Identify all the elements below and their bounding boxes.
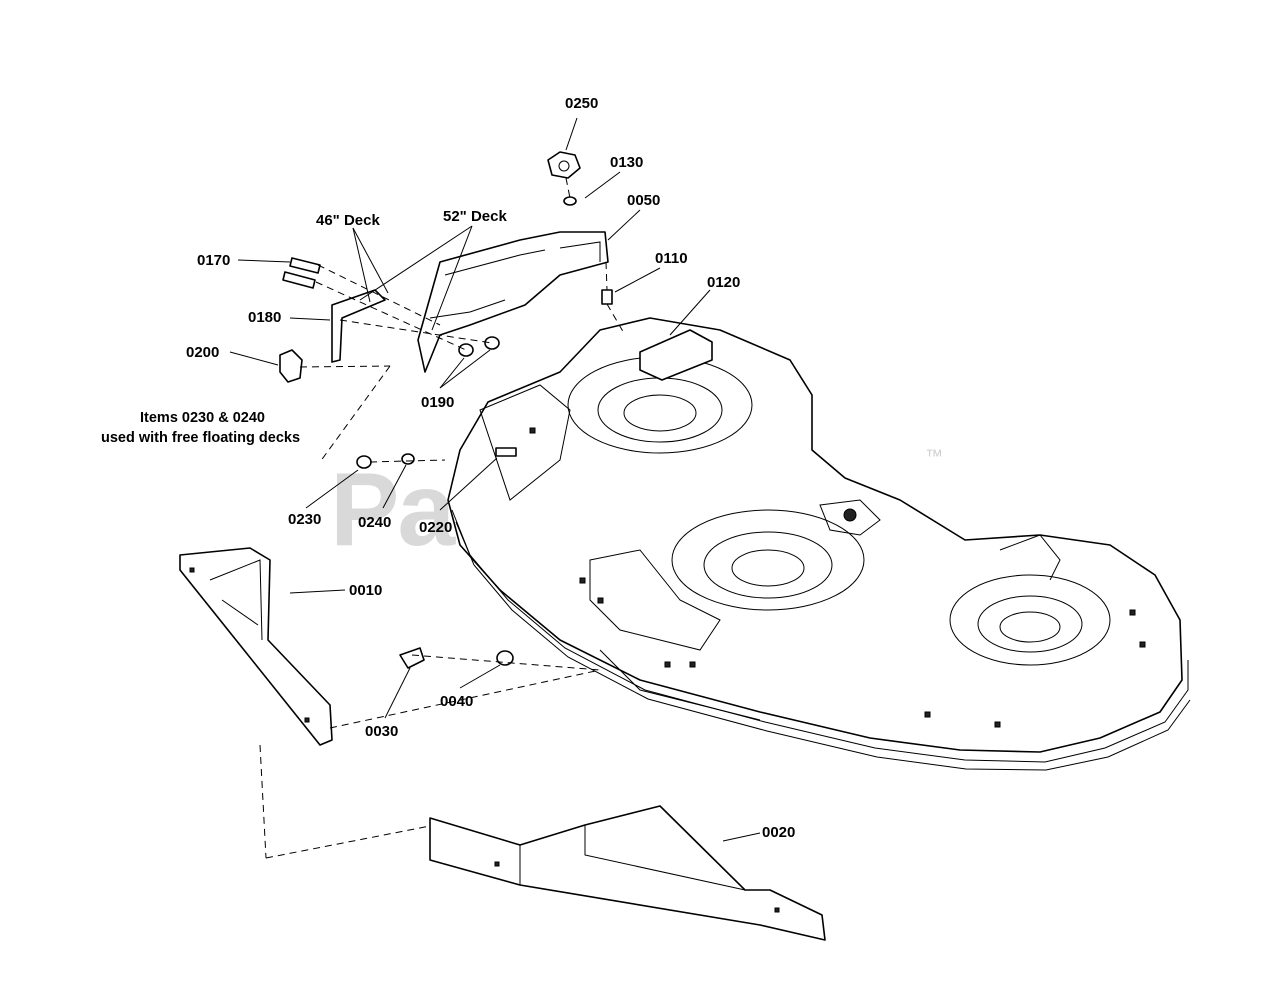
label-0190: 0190	[421, 394, 454, 411]
part-labels: 0250 0130 0050 0110 0120 0170 0180 0200 …	[101, 95, 795, 841]
part-0220-bolt	[495, 447, 517, 457]
label-0010: 0010	[349, 582, 382, 599]
part-0250-nut	[547, 151, 581, 179]
part-0010-deflector	[179, 547, 333, 746]
label-0120: 0120	[707, 274, 740, 291]
note-line-2: used with free floating decks	[101, 430, 300, 446]
part-0130-washer	[563, 196, 577, 206]
label-0030: 0030	[365, 723, 398, 740]
note-line-1: Items 0230 & 0240	[140, 410, 265, 426]
part-0230-nut	[356, 455, 372, 469]
label-46-deck: 46" Deck	[316, 212, 380, 229]
label-0040: 0040	[440, 693, 473, 710]
label-0170: 0170	[197, 252, 230, 269]
label-0180: 0180	[248, 309, 281, 326]
label-0050: 0050	[627, 192, 660, 209]
label-0110: 0110	[655, 250, 688, 267]
label-0130: 0130	[610, 154, 643, 171]
watermark-trademark: ™	[925, 446, 943, 466]
part-0020-guard	[429, 805, 826, 941]
label-0250: 0250	[565, 95, 598, 112]
label-0020: 0020	[762, 824, 795, 841]
part-0240-washer	[401, 453, 415, 465]
part-0170-bolts	[282, 257, 321, 289]
part-0200-knob	[279, 349, 303, 383]
label-52-deck: 52" Deck	[443, 208, 507, 225]
label-0230: 0230	[288, 511, 321, 528]
mower-deck-housing	[447, 317, 1191, 771]
label-0240: 0240	[358, 514, 391, 531]
label-0220: 0220	[419, 519, 452, 536]
leader-lines	[229, 117, 761, 859]
part-0030-bolt	[399, 647, 425, 669]
part-0040-nut	[496, 650, 514, 666]
part-0110-bolt	[601, 289, 613, 305]
label-0200: 0200	[186, 344, 219, 361]
part-0190-nuts	[458, 336, 500, 357]
part-0050-upper-chute	[417, 231, 609, 373]
